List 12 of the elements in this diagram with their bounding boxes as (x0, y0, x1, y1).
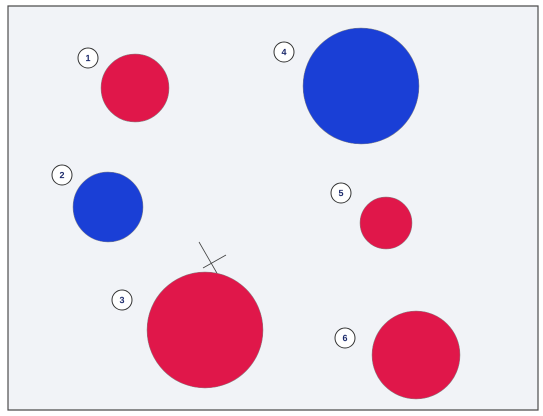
callout-number: 4 (274, 42, 294, 62)
callout-number: 2 (52, 164, 72, 186)
callout-number: 1 (78, 48, 98, 68)
circle (302, 28, 420, 144)
callout-number: 6 (334, 328, 356, 348)
callout-number: 5 (330, 182, 352, 204)
circle (100, 54, 170, 122)
circle (72, 172, 144, 242)
circle (360, 196, 412, 250)
circle (146, 272, 264, 388)
callout-number: 3 (112, 290, 132, 310)
circle (372, 310, 460, 400)
